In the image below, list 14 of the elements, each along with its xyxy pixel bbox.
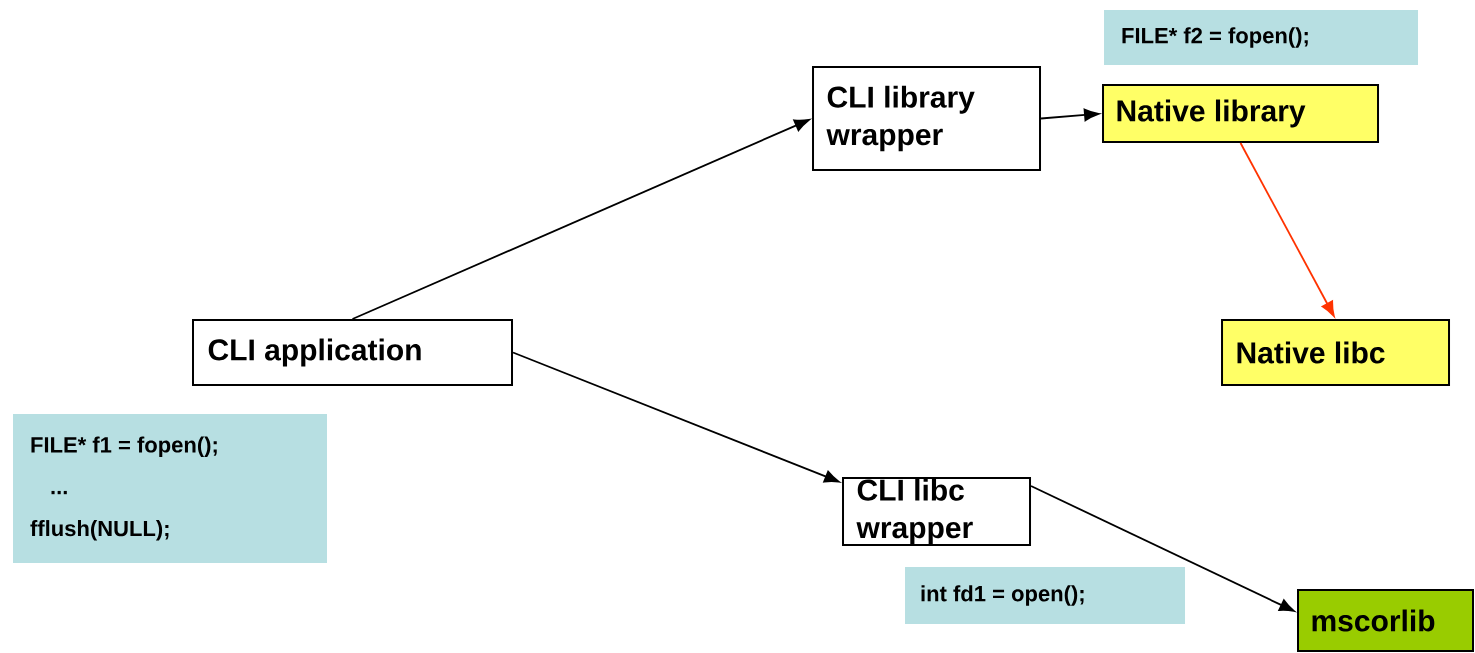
code-box: FILE* f2 = fopen();	[1104, 10, 1418, 65]
arrow	[1040, 108, 1100, 122]
library-box: Native libc	[1221, 319, 1450, 386]
arrow	[512, 351, 840, 483]
process-box: CLI libc wrapper	[842, 477, 1031, 546]
library-box: Native library	[1102, 84, 1379, 143]
arrow	[351, 119, 810, 320]
code-box: int fd1 = open();	[905, 567, 1185, 624]
library-box: mscorlib	[1297, 589, 1474, 652]
code-box: FILE* f1 = fopen(); ... fflush(NULL);	[13, 414, 327, 563]
arrow	[1030, 485, 1295, 612]
process-box: CLI library wrapper	[812, 66, 1041, 171]
process-box: CLI application	[192, 319, 513, 386]
arrow	[1239, 142, 1335, 317]
